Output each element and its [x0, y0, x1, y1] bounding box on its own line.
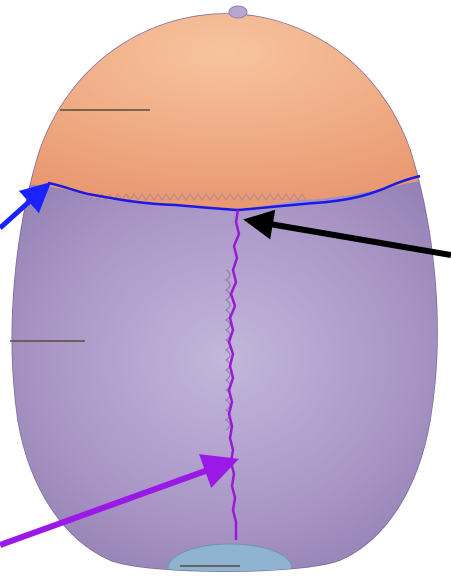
skull-top-knob	[229, 6, 247, 18]
frontal-bone	[0, 0, 451, 210]
